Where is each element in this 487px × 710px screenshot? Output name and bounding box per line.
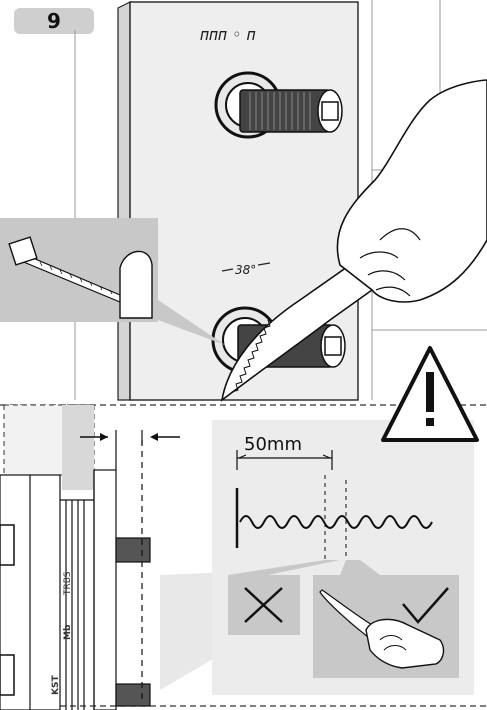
panel-top-symbol: ᴨᴨᴨ ◦ ᴨ [200, 25, 256, 44]
step-number: 9 [47, 9, 61, 33]
side-label-trbs: TRBS [63, 571, 73, 596]
side-label-mb: Mb [63, 624, 73, 640]
right-box [313, 575, 459, 678]
wrong-box [228, 575, 300, 635]
step-badge: 9 [14, 8, 94, 34]
upper-valve [214, 71, 343, 139]
hand-illustration [336, 79, 487, 303]
cross-icon [244, 587, 283, 623]
dimension-line [235, 450, 333, 548]
warning-icon [381, 346, 479, 442]
temperature-mark: 38° [235, 263, 256, 277]
check-icon [402, 587, 449, 624]
tape-measure-inset [0, 218, 225, 345]
side-label-kst: KST [51, 675, 61, 695]
measure-label: 50mm [244, 434, 302, 455]
cross-section [0, 404, 180, 710]
thread-wave [239, 515, 433, 529]
